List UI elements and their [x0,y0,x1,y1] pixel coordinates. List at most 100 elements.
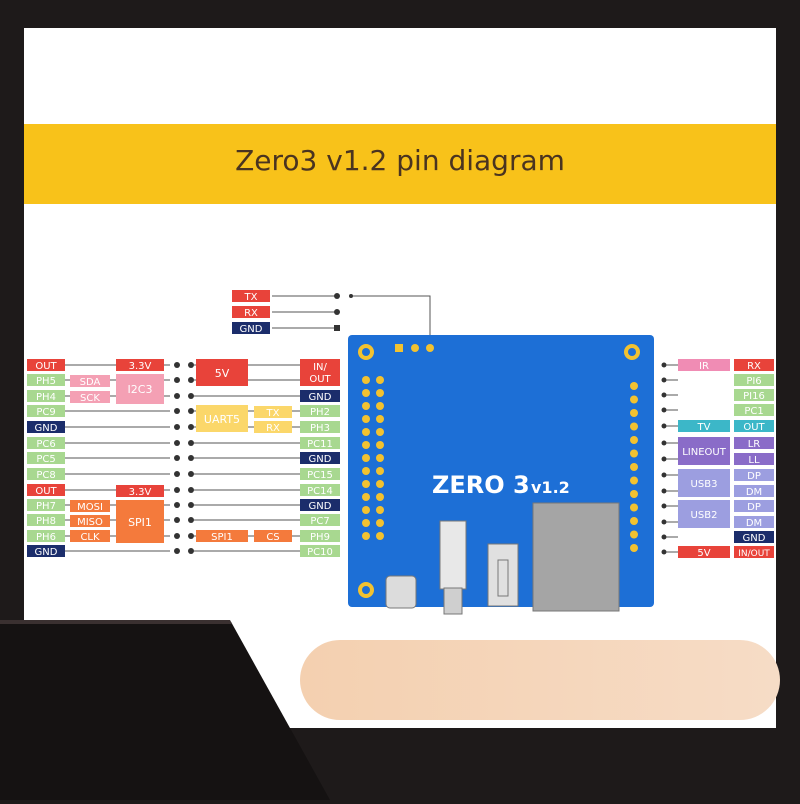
left-pin-label-3: PC9 [36,407,55,418]
left-pin-label-0: OUT [35,361,57,372]
mid-pin-4 [300,437,340,449]
far-right-column: IR RX PI6 PI16 PC1 TV OUT LINEOUT LR LL … [661,359,774,559]
debug-rx-label: RX [244,308,258,319]
clk-block [70,530,110,542]
usb3-dp-label: DP [747,471,761,482]
ll-label: LL [748,455,760,466]
left-pin-label-6: PC5 [36,454,55,465]
right-header-pins [630,382,638,552]
v33-top-block [116,359,164,371]
mid-pin-label-3: PH3 [310,423,330,434]
mid-pin-label-11: PC10 [307,547,333,558]
tv-out-label: OUT [743,422,765,433]
left-pin-11 [27,530,65,542]
left-function-blocks: 3.3V SDA SCK I2C3 3.3V MOSI MISO CLK SPI… [70,359,164,543]
left-pin-12 [27,545,65,557]
mid-pin-1 [300,390,340,402]
lr-pin [734,437,774,449]
usb3-block [678,469,730,497]
usb2-label: USB2 [691,510,718,521]
left-pin-5 [27,437,65,449]
mid-pin-label-4: PC11 [307,439,333,450]
i2c3-label: I2C3 [128,383,153,396]
pin-inout [300,359,340,386]
left-pin-2 [27,390,65,402]
left-pin-label-9: PH7 [36,501,56,512]
pc1-label: PC1 [744,406,763,417]
mid-pin-10 [300,530,340,542]
usb-c-connector [439,520,467,590]
ir-label: IR [699,361,709,372]
sda-block [70,375,110,387]
board-version: v1.2 [531,478,570,497]
far-inout-pin [734,546,774,558]
tf-card-slot [487,543,519,607]
spi1-left-label: SPI1 [128,516,152,529]
usb3-label: USB3 [691,479,718,490]
usb2-dp-pin [734,500,774,512]
left-pin-label-10: PH8 [36,516,56,527]
left-pin-8 [27,484,65,496]
ethernet-port [532,502,620,612]
usb3-dp-pin [734,469,774,481]
pi16-label: PI16 [743,391,765,402]
mid-pin-5 [300,452,340,464]
v5-label: 5V [215,367,230,380]
left-pin-9 [27,499,65,511]
mid-pin-2 [300,405,340,417]
uart5-tx-label: TX [266,408,280,419]
pi6-label: PI6 [746,376,761,387]
mid-pin-8 [300,499,340,511]
left-pin-label-12: GND [35,547,58,558]
left-pin-0 [27,359,65,371]
left-pin-label-11: PH6 [36,532,56,543]
spi1-mid-label: SPI1 [211,532,233,543]
ir-block [678,359,730,371]
spi1-mid-block [196,530,248,542]
debug-gnd-label: GND [240,324,263,335]
ir-rx-pin [734,359,774,371]
diagram-title: Zero3 v1.2 pin diagram [235,144,565,177]
ll-pin [734,453,774,465]
micro-hdmi-port [385,575,417,609]
mid-pin-label-8: GND [309,501,332,512]
debug-tx-pin [232,290,270,302]
i2c3-block [116,374,164,404]
usb2-dm-label: DM [746,518,762,529]
far-gnd-pin [734,531,774,543]
sda-label: SDA [80,377,101,388]
uart5-tx-block [254,406,292,418]
debug-rx-pin [232,306,270,318]
mid-pin-label-9: PC7 [310,516,329,527]
mosi-label: MOSI [77,502,103,513]
title-banner: Zero3 v1.2 pin diagram [24,124,776,204]
zero3-board: ZERO 3 v1.2 [348,335,654,615]
far-inout-label: IN/OUT [738,549,770,559]
mid-pin-label-7: PC14 [307,486,333,497]
mosi-block [70,500,110,512]
left-pin-label-2: PH4 [36,392,56,403]
lineout-block [678,437,730,465]
mid-pin-label-1: GND [309,392,332,403]
v33-mid-label: 3.3V [129,487,152,498]
far-5v-block [678,546,730,558]
spi1-left-block [116,500,164,543]
mid-pin-3 [300,421,340,433]
cs-label: CS [266,532,279,543]
uart5-rx-block [254,421,292,433]
mid-pin-9 [300,514,340,526]
pi16-pin [734,389,774,401]
left-pin-6 [27,452,65,464]
uart5-block [196,405,248,432]
mid-pin-label-6: PC15 [307,470,333,481]
usb2-dp-label: DP [747,502,761,513]
left-pin-4 [27,421,65,433]
mid-pin-label-5: GND [309,454,332,465]
left-pin-7 [27,468,65,480]
v33-top-label: 3.3V [129,361,152,372]
usb2-dm-pin [734,516,774,528]
miso-block [70,515,110,527]
pi6-pin [734,374,774,386]
debug-tx-label: TX [244,292,258,303]
clk-label: CLK [80,532,100,543]
